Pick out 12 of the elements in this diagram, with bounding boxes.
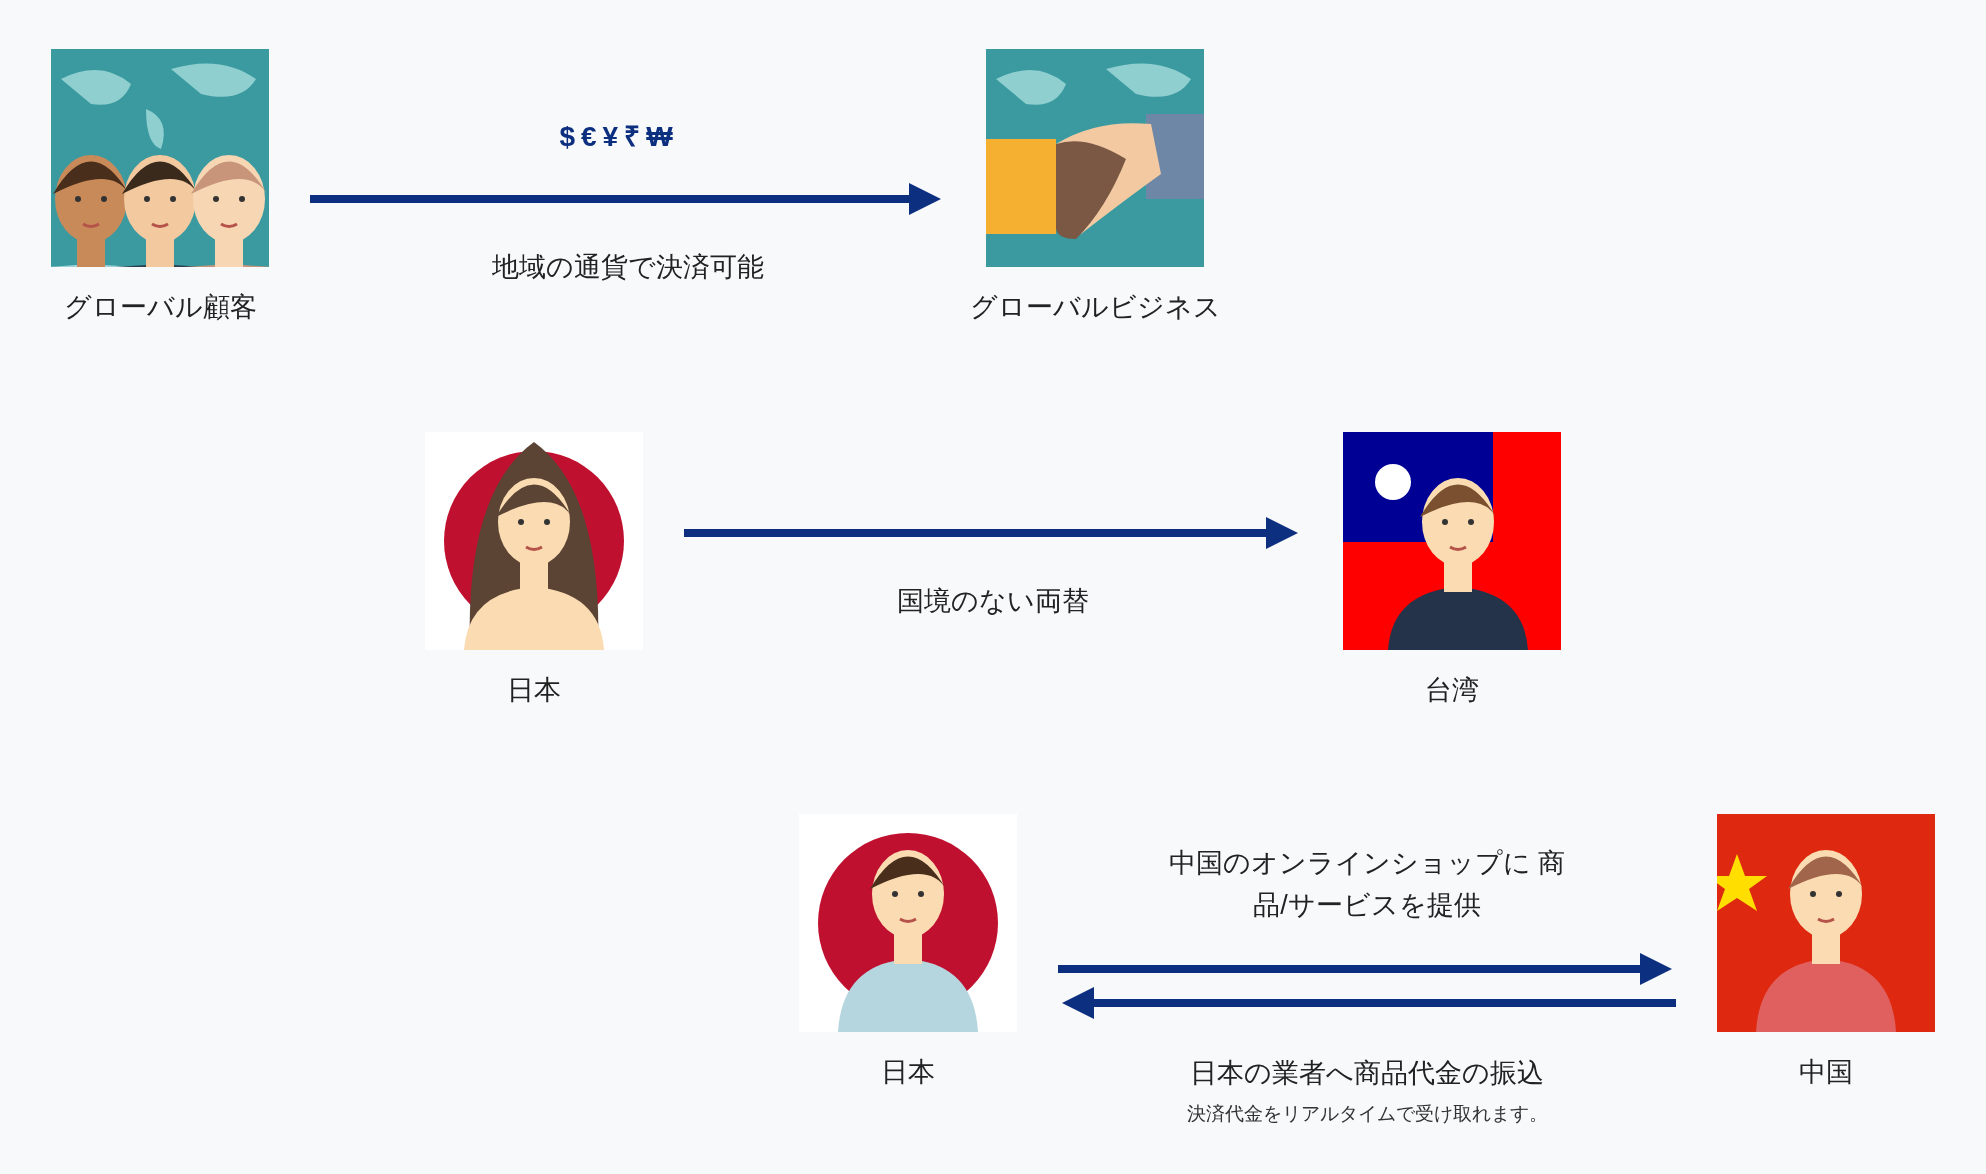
edge-label: 中国のオンラインショップに 商品/サービスを提供	[1167, 847, 1567, 922]
node-label: 日本	[881, 1056, 935, 1089]
edge-label: 地域の通貨で決済可能	[490, 251, 765, 284]
currency-symbols: $€¥₹₩	[559, 120, 679, 154]
node-label: 中国	[1799, 1056, 1853, 1089]
node-label: 日本	[507, 674, 561, 707]
node-label: グローバルビジネス	[969, 291, 1221, 324]
edge-label: 国境のない両替	[896, 585, 1090, 618]
node-label: グローバル顧客	[63, 291, 257, 324]
edge-label: 日本の業者へ商品代金の振込	[1189, 1057, 1545, 1090]
node-label: 台湾	[1425, 674, 1479, 707]
note: 決済代金をリアルタイムで受け取れます。	[1186, 1102, 1548, 1126]
